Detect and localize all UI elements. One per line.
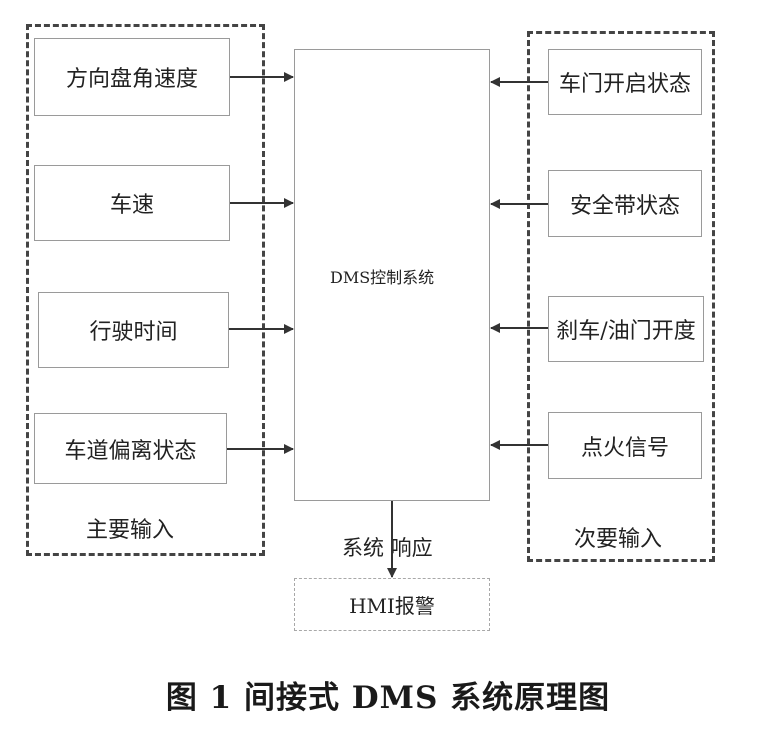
system-response-label: 系统 响应 bbox=[342, 536, 433, 560]
secondary-input-door-state: 车门开启状态 bbox=[548, 49, 702, 115]
figure-caption: 图 1 间接式 DMS 系统原理图 bbox=[165, 680, 611, 716]
dms-control-system-box bbox=[294, 49, 490, 501]
hmi-alarm-box: HMI报警 bbox=[294, 578, 490, 631]
secondary-input-label: 点火信号 bbox=[580, 435, 669, 461]
primary-input-label: 行驶时间 bbox=[89, 320, 178, 345]
primary-group-label: 主要输入 bbox=[86, 518, 175, 543]
secondary-group-label: 次要输入 bbox=[574, 527, 663, 552]
secondary-input-label: 安全带状态 bbox=[569, 193, 680, 219]
primary-input-driving-time: 行驶时间 bbox=[38, 292, 229, 368]
secondary-input-label: 刹车/油门开度 bbox=[556, 319, 696, 344]
secondary-input-group bbox=[527, 31, 715, 562]
secondary-input-brake-throttle: 刹车/油门开度 bbox=[548, 296, 704, 362]
primary-input-steering-rate: 方向盘角速度 bbox=[34, 38, 230, 116]
primary-input-group bbox=[26, 24, 265, 556]
primary-input-label: 车速 bbox=[109, 193, 154, 218]
primary-input-label: 车道偏离状态 bbox=[64, 438, 197, 464]
secondary-input-seatbelt-state: 安全带状态 bbox=[548, 170, 702, 237]
primary-input-label: 方向盘角速度 bbox=[65, 67, 198, 92]
secondary-input-label: 车门开启状态 bbox=[558, 72, 691, 97]
secondary-input-ignition: 点火信号 bbox=[548, 412, 702, 479]
hmi-alarm-label: HMI报警 bbox=[349, 594, 435, 618]
primary-input-lane-departure: 车道偏离状态 bbox=[34, 413, 227, 484]
primary-input-speed: 车速 bbox=[34, 165, 230, 241]
dms-control-system-label: DMS控制系统 bbox=[330, 268, 435, 287]
